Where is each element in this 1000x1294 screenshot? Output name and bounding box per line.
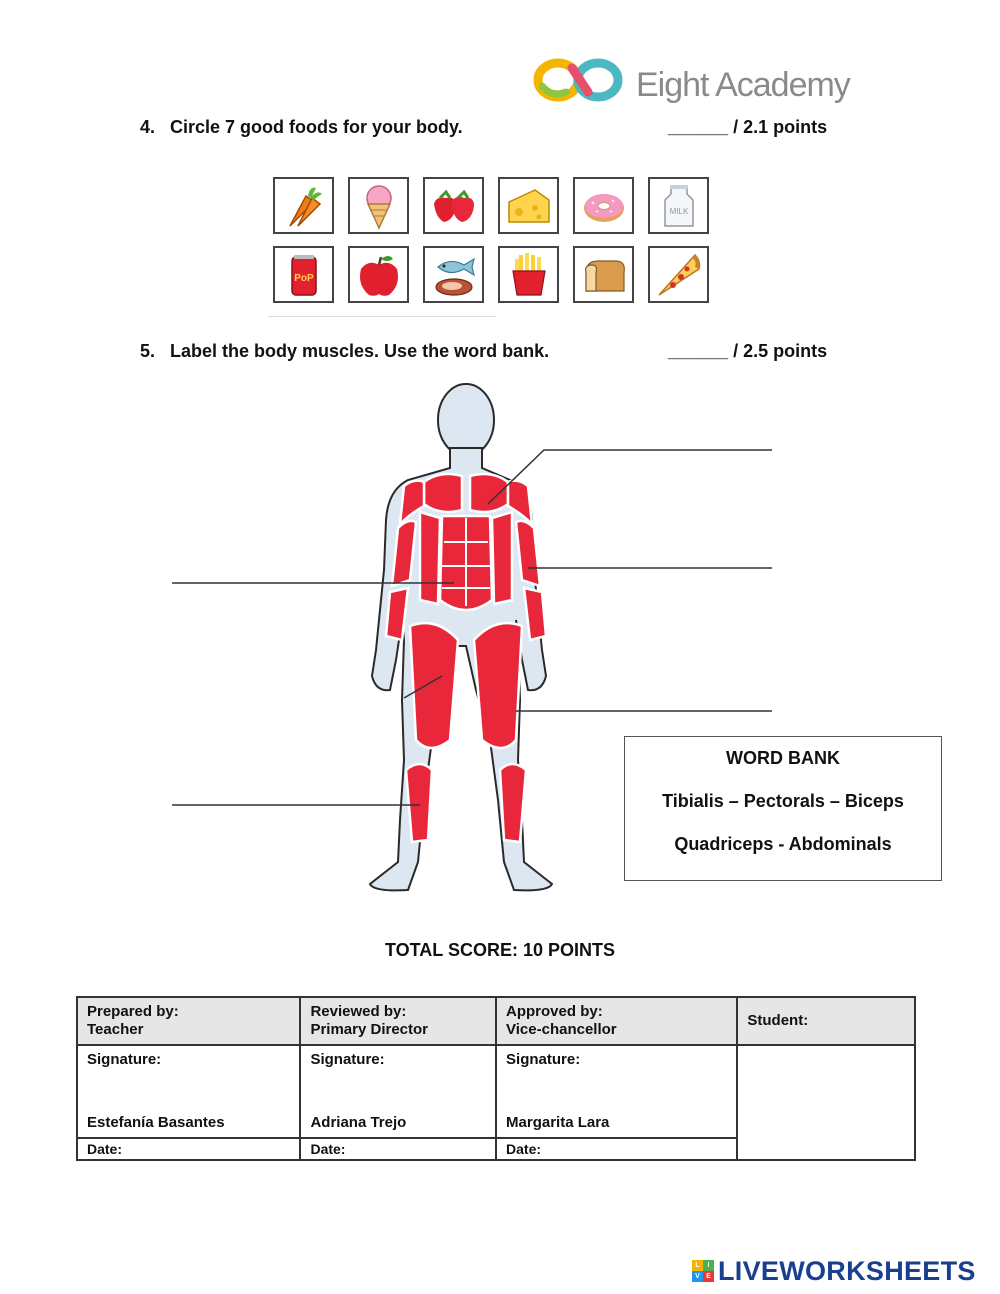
cheese-icon — [507, 188, 550, 223]
muscle-body-diagram — [172, 383, 772, 892]
question-5-points: ______ / 2.5 points — [668, 341, 828, 361]
food-milk[interactable]: MILK — [648, 177, 709, 234]
label-line-pectorals — [487, 449, 772, 505]
badge-letter: E — [703, 1271, 714, 1282]
badge-letter: V — [692, 1271, 703, 1282]
approval-table: Prepared by: Teacher Reviewed by: Primar… — [75, 996, 916, 1161]
reviewed-signature-cell: Signature: Adriana Trejo — [299, 1044, 498, 1139]
approved-by-role: Vice-chancellor — [506, 1021, 617, 1038]
approved-by-cell: Approved by: Vice-chancellor — [495, 996, 739, 1046]
forearm-right — [522, 586, 548, 642]
question-number: 4. — [140, 117, 156, 137]
carrot-icon — [288, 187, 322, 227]
abs-grid — [442, 518, 490, 606]
badge-letter: L — [692, 1260, 703, 1271]
food-fish-meat[interactable] — [423, 246, 484, 303]
shoulder-left — [398, 479, 426, 528]
badge-letter: I — [703, 1260, 714, 1271]
question-4: 4. Circle 7 good foods for your body. — [140, 117, 463, 138]
food-fries[interactable] — [498, 246, 559, 303]
question-5: 5. Label the body muscles. Use the word b… — [140, 341, 549, 362]
ice-cream-icon — [365, 184, 392, 230]
label-lines — [172, 449, 772, 806]
shoulder-right — [506, 479, 534, 528]
calf-left — [404, 762, 434, 844]
quadricep-right — [472, 621, 524, 750]
bicep-left — [390, 519, 418, 588]
food-bread[interactable] — [573, 246, 634, 303]
eight-academy-logo: Eight Academy — [532, 56, 862, 112]
reviewed-by-role: Primary Director — [310, 1021, 429, 1038]
prepared-by-name: Estefanía Basantes — [87, 1114, 225, 1131]
soda-label: PoP — [294, 273, 314, 284]
signature-label: Signature: — [506, 1051, 581, 1068]
reviewed-date: Date: — [299, 1137, 498, 1161]
total-score: TOTAL SCORE: 10 POINTS — [384, 940, 616, 960]
word-bank: WORD BANK Tibialis – Pectorals – Biceps … — [624, 736, 942, 881]
signature-row: Signature: Estefanía Basantes Signature:… — [75, 1044, 916, 1161]
calf-right — [498, 762, 528, 844]
milk-label: MILK — [669, 207, 688, 216]
student-label: Student: — [736, 996, 916, 1046]
reviewed-by-cell: Reviewed by: Primary Director — [299, 996, 498, 1046]
food-carrot[interactable] — [273, 177, 334, 234]
bicep-right — [514, 519, 542, 588]
liveworksheets-text: LIVEWORKSHEETS — [718, 1255, 976, 1286]
approved-by-label: Approved by: — [506, 1003, 603, 1020]
french-fries-icon — [511, 252, 546, 296]
forearm-left — [384, 586, 410, 642]
oblique-left — [418, 510, 442, 606]
divider — [268, 316, 496, 317]
food-strawberry[interactable] — [423, 177, 484, 234]
prepared-by-cell: Prepared by: Teacher — [75, 996, 302, 1046]
signature-label: Signature: — [87, 1051, 162, 1068]
food-cheese[interactable] — [498, 177, 559, 234]
question-text: Label the body muscles. Use the word ban… — [170, 341, 550, 361]
prepared-by-role: Teacher — [87, 1021, 144, 1038]
pizza-icon — [657, 253, 700, 296]
food-soda[interactable]: PoP — [273, 246, 334, 303]
leader-left-thigh — [403, 675, 443, 699]
prepared-signature-cell: Signature: Estefanía Basantes — [75, 1044, 302, 1139]
milk-icon: MILK — [663, 184, 694, 227]
approved-signature-cell: Signature: Margarita Lara — [495, 1044, 739, 1139]
logo-text: Eight Academy — [636, 66, 851, 104]
apple-icon — [359, 255, 398, 296]
approved-date: Date: — [495, 1137, 739, 1161]
word-bank-title: WORD BANK — [726, 748, 840, 768]
food-ice-cream[interactable] — [348, 177, 409, 234]
question-text: Circle 7 good foods for your body. — [170, 117, 463, 137]
food-pizza[interactable] — [648, 246, 709, 303]
food-apple[interactable] — [348, 246, 409, 303]
food-grid: MILK PoP — [273, 177, 718, 307]
signature-label: Signature: — [310, 1051, 385, 1068]
pectoral-right — [468, 472, 510, 514]
soda-can-icon: PoP — [290, 254, 317, 296]
word-bank-line: Quadriceps - Abdominals — [674, 834, 892, 854]
oblique-right — [490, 510, 514, 606]
muscle-group — [384, 472, 548, 844]
food-donut[interactable] — [573, 177, 634, 234]
liveworksheets-brand: L I V E LIVEWORKSHEETS — [692, 1256, 976, 1286]
approval-header-row: Prepared by: Teacher Reviewed by: Primar… — [75, 996, 916, 1046]
bread-icon — [584, 259, 625, 292]
question-number: 5. — [140, 341, 156, 361]
student-name-field[interactable] — [736, 1044, 916, 1161]
quadricep-left — [408, 621, 460, 750]
word-bank-line: Tibialis – Pectorals – Biceps — [662, 791, 904, 811]
donut-icon — [583, 193, 624, 222]
approved-by-name: Margarita Lara — [506, 1114, 610, 1131]
reviewed-by-label: Reviewed by: — [310, 1003, 407, 1020]
prepared-date: Date: — [75, 1137, 302, 1161]
prepared-by-label: Prepared by: — [87, 1003, 179, 1020]
pectoral-left — [422, 472, 464, 514]
date-row: Date: Date: Date: — [75, 1137, 915, 1161]
reviewed-by-name: Adriana Trejo — [310, 1114, 407, 1131]
strawberry-icon — [433, 189, 474, 222]
liveworksheets-badge-icon: L I V E — [692, 1260, 714, 1282]
question-4-points: ______ / 2.1 points — [668, 117, 828, 137]
infinity-logo-icon — [533, 58, 623, 102]
fish-meat-icon — [434, 257, 475, 296]
